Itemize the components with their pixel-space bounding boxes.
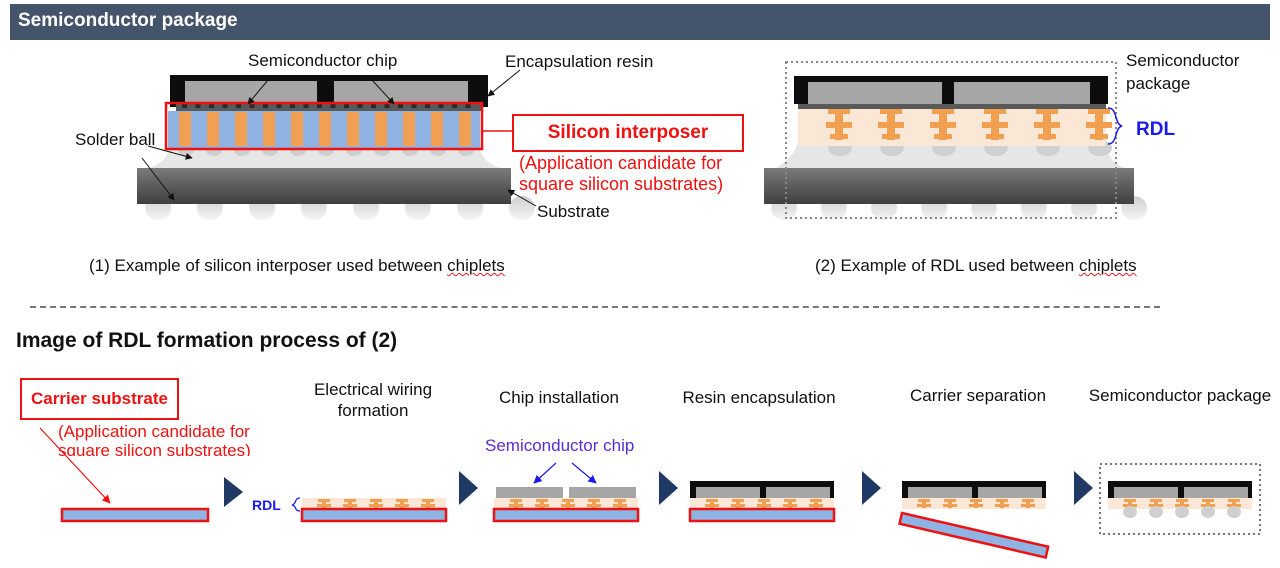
process-title: Image of RDL formation process of (2) <box>16 329 398 352</box>
carrier-note-line1: (Application candidate for <box>58 422 250 441</box>
micro-bumps <box>182 103 471 108</box>
label-rdl-step1: RDL <box>252 497 281 513</box>
step-label-wiring-line2: formation <box>337 401 409 420</box>
header-title: Semiconductor package <box>18 10 238 31</box>
process-flow <box>39 427 1261 559</box>
caption-diagram1: (1) Example of silicon interposer used b… <box>89 256 505 276</box>
chip-left-2 <box>808 82 942 104</box>
label-semiconductor-chip: Semiconductor chip <box>248 51 398 70</box>
chip-left <box>185 81 317 103</box>
diagram2-rdl-package <box>764 61 1147 220</box>
step3-resin <box>688 481 836 523</box>
interposer-application-line2: square silicon substrates) <box>519 174 724 194</box>
flow-arrow-2 <box>459 471 478 505</box>
step2-chip-install <box>492 462 640 523</box>
caption-diagram1-word: chiplets <box>447 256 505 275</box>
through-silicon-vias <box>179 112 471 146</box>
flow-arrow-3 <box>659 471 678 505</box>
step-label-resin: Resin encapsulation <box>682 388 836 407</box>
substrate <box>137 168 511 204</box>
step-label-package: Semiconductor package <box>1088 386 1272 405</box>
package-outline <box>785 61 1117 219</box>
interposer-label-box: Silicon interposer <box>512 114 744 152</box>
rdl-wiring <box>826 108 1112 140</box>
flow-arrow-4 <box>862 471 881 505</box>
caption-diagram2-text: (2) Example of RDL used between <box>815 256 1079 275</box>
step1-wiring <box>291 497 448 523</box>
label-package-line2: package <box>1126 74 1191 93</box>
step4-separation <box>898 481 1050 559</box>
label-solder-ball: Solder ball <box>75 130 156 149</box>
diagram1-interposer-package <box>137 69 537 220</box>
interposer-application-line1: (Application candidate for <box>519 153 723 173</box>
step-label-wiring-line1: Electrical wiring <box>313 380 433 399</box>
label-carrier-substrate: Carrier substrate <box>30 389 168 408</box>
substrate-2 <box>764 168 1134 204</box>
label-substrate: Substrate <box>537 202 610 221</box>
label-package-line1: Semiconductor <box>1126 51 1240 70</box>
section-divider <box>30 306 1160 308</box>
step-label-chip-install: Chip installation <box>498 388 619 407</box>
label-semiconductor-chip-step2: Semiconductor chip <box>485 436 635 455</box>
chip-right <box>334 81 468 103</box>
chip-right-2 <box>954 82 1090 104</box>
step-label-separation: Carrier separation <box>909 386 1047 405</box>
caption-diagram1-text: (1) Example of silicon interposer used b… <box>89 256 448 275</box>
caption-diagram2: (2) Example of RDL used between chiplets <box>815 256 1137 276</box>
flow-arrow-5 <box>1074 471 1093 505</box>
label-silicon-interposer: Silicon interposer <box>547 122 709 143</box>
rdl-brace <box>1107 107 1123 145</box>
carrier-substrate-step0 <box>60 507 210 523</box>
flow-arrow-1 <box>224 477 243 507</box>
label-rdl: RDL <box>1136 119 1176 140</box>
label-encapsulation-resin: Encapsulation resin <box>505 52 654 71</box>
header-bar: Semiconductor package <box>10 4 1270 40</box>
step5-package <box>1099 463 1261 535</box>
bump-layer <box>176 103 482 111</box>
carrier-note-line2: square silicon substrates) <box>58 441 251 456</box>
interposer-highlight <box>164 101 484 151</box>
carrier-label-box: Carrier substrate <box>20 378 179 420</box>
caption-diagram2-word: chiplets <box>1078 256 1137 275</box>
